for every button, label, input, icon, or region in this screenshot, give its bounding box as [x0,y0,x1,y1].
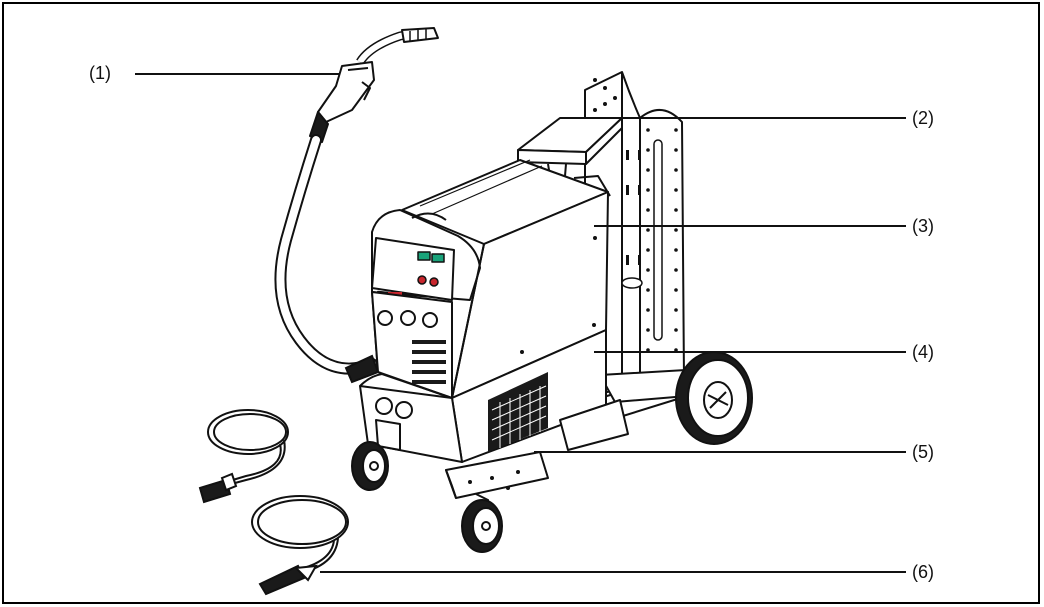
frame-slot [621,277,643,289]
storage-tray [517,117,623,177]
trolley-base [445,399,629,499]
callout-6: (6) [912,562,934,582]
callout-1: (1) [89,63,111,83]
frame-perforations [593,78,678,352]
callout-3: (3) [912,216,934,236]
base-screws [468,470,520,490]
callout-4: (4) [912,342,934,362]
front-vent-slots [412,340,446,384]
earth-clamp [198,472,238,504]
earth-cable [207,409,289,487]
front-caster-left [351,441,389,491]
hose-connector [344,354,380,384]
cooling-vent-lines [491,385,547,448]
callout-2: (2) [912,108,934,128]
callout-5: (5) [912,442,934,462]
front-caster-right [461,493,503,553]
welding-torch [309,27,439,143]
rear-wheel [675,351,753,445]
electrode-cable [251,495,349,575]
leader-lines [135,73,906,573]
frame-long-slot [653,139,663,341]
housing-screws [520,236,597,354]
electrode-holder [258,564,318,596]
